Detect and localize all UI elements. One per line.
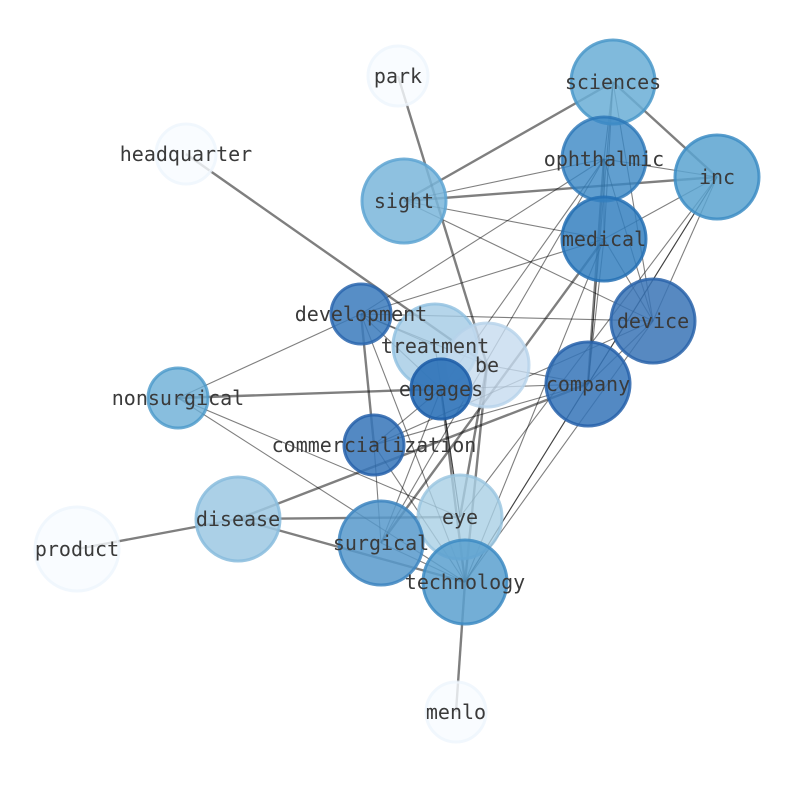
node-label-menlo: menlo bbox=[426, 700, 486, 724]
node-label-nonsurgical: nonsurgical bbox=[112, 386, 244, 410]
edge-development-nonsurgical bbox=[177, 313, 362, 399]
node-layer: park sciences headquarter ophthalmic inc sigh… bbox=[33, 38, 761, 744]
node-label-device: device bbox=[617, 309, 689, 333]
node-menlo[interactable] bbox=[424, 680, 488, 744]
node-label-technology: technology bbox=[405, 570, 525, 594]
node-park[interactable] bbox=[366, 44, 430, 108]
node-product[interactable] bbox=[33, 505, 121, 593]
node-circle-engages[interactable] bbox=[409, 357, 473, 421]
node-surgical[interactable] bbox=[337, 499, 425, 587]
node-label-sight: sight bbox=[374, 189, 434, 213]
node-circle-surgical[interactable] bbox=[337, 499, 425, 587]
edge-ophthalmic-development bbox=[360, 158, 605, 315]
node-label-ophthalmic: ophthalmic bbox=[544, 147, 664, 171]
node-label-medical: medical bbox=[562, 227, 646, 251]
node-label-be: be bbox=[475, 353, 499, 377]
node-label-inc: inc bbox=[699, 165, 735, 189]
node-label-eye: eye bbox=[442, 505, 478, 529]
node-engages[interactable] bbox=[409, 357, 473, 421]
edge-sight-device bbox=[403, 200, 654, 322]
node-circle-nonsurgical[interactable] bbox=[146, 366, 210, 430]
node-circle-development[interactable] bbox=[329, 282, 393, 346]
edge-nonsurgical-engages bbox=[177, 387, 442, 400]
node-disease[interactable] bbox=[194, 475, 282, 563]
node-circle-medical[interactable] bbox=[560, 195, 648, 283]
node-label-company: company bbox=[546, 372, 630, 396]
node-label-product: product bbox=[35, 537, 119, 561]
node-label-park: park bbox=[374, 64, 422, 88]
node-commercialization[interactable] bbox=[342, 413, 406, 477]
node-circle-inc[interactable] bbox=[673, 133, 761, 221]
node-label-disease: disease bbox=[196, 507, 280, 531]
node-label-sciences: sciences bbox=[565, 70, 661, 94]
node-circle-menlo[interactable] bbox=[424, 680, 488, 744]
node-circle-disease[interactable] bbox=[194, 475, 282, 563]
node-circle-commercialization[interactable] bbox=[342, 413, 406, 477]
node-headquarter[interactable] bbox=[154, 122, 218, 186]
node-inc[interactable] bbox=[673, 133, 761, 221]
node-development[interactable] bbox=[329, 282, 393, 346]
node-circle-technology[interactable] bbox=[421, 538, 509, 626]
node-company[interactable] bbox=[544, 340, 632, 428]
node-label-commercialization: commercialization bbox=[272, 433, 477, 457]
node-device[interactable] bbox=[609, 277, 697, 365]
node-technology[interactable] bbox=[421, 538, 509, 626]
node-circle-product[interactable] bbox=[33, 505, 121, 593]
edge-company-disease bbox=[237, 382, 589, 521]
node-label-development: development bbox=[295, 302, 427, 326]
edge-inc-sight bbox=[403, 175, 718, 203]
node-label-treatment: treatment bbox=[381, 334, 489, 358]
node-medical[interactable] bbox=[560, 195, 648, 283]
node-label-surgical: surgical bbox=[333, 531, 429, 555]
node-circle-park[interactable] bbox=[366, 44, 430, 108]
node-label-engages: engages bbox=[399, 377, 483, 401]
node-circle-company[interactable] bbox=[544, 340, 632, 428]
node-sight[interactable] bbox=[360, 157, 448, 245]
node-circle-sight[interactable] bbox=[360, 157, 448, 245]
node-nonsurgical[interactable] bbox=[146, 366, 210, 430]
node-circle-device[interactable] bbox=[609, 277, 697, 365]
edge-nonsurgical-eye bbox=[177, 397, 461, 518]
node-label-headquarter: headquarter bbox=[120, 142, 252, 166]
node-circle-headquarter[interactable] bbox=[154, 122, 218, 186]
